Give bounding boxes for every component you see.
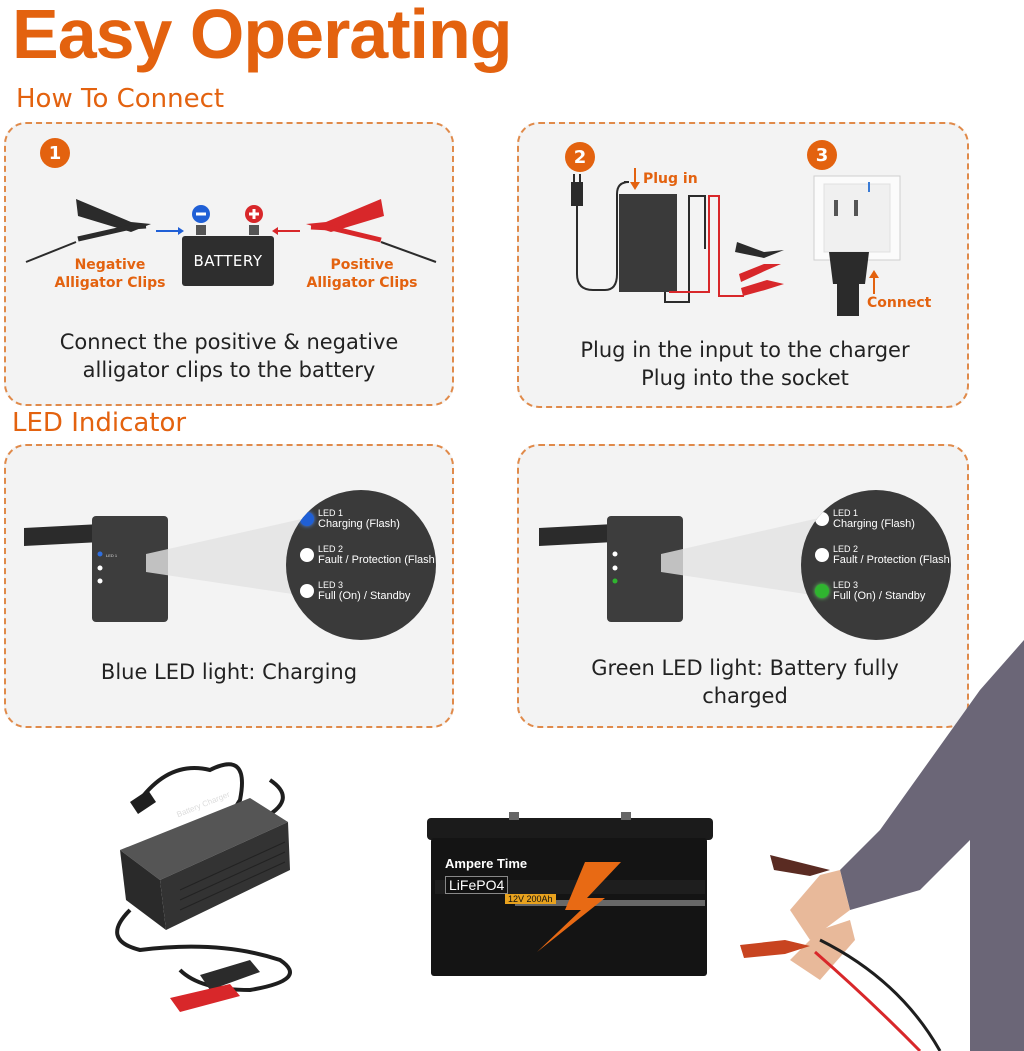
positive-clips-label: Positive Alligator Clips xyxy=(306,257,418,291)
battery-product-image: Ampere Time LiFePO4 12V 200Ah xyxy=(425,812,715,978)
battery-graphic: BATTERY xyxy=(182,236,274,286)
section-heading-connect: How To Connect xyxy=(16,84,225,114)
charger-product-image xyxy=(115,762,292,1012)
step3-number: 3 xyxy=(807,140,837,170)
led-blue-caption: Blue LED light: Charging xyxy=(100,660,358,684)
step23-card: 2 3 Plug in Connect Plug in the i xyxy=(517,122,969,408)
charger-closeup-green xyxy=(539,516,819,622)
step23-caption: Plug in the input to the charger Plug in… xyxy=(580,338,910,390)
battery-chemistry: LiFePO4 xyxy=(445,876,509,894)
led3-icon xyxy=(300,584,314,598)
led2-icon xyxy=(300,548,314,562)
plug-in-label: Plug in xyxy=(643,171,698,187)
led1-blue-icon xyxy=(300,512,314,526)
step23-illustration xyxy=(571,168,901,316)
led1-icon xyxy=(815,512,829,526)
negative-clips-label: Negative Alligator Clips xyxy=(54,257,166,291)
negative-clip-icon xyxy=(25,199,151,263)
connect-label: Connect xyxy=(867,295,932,311)
battery-spec: 12V 200Ah xyxy=(505,894,556,904)
led3-green-icon xyxy=(815,584,829,598)
page-title: Easy Operating xyxy=(12,0,513,73)
section-heading-led: LED Indicator xyxy=(12,408,187,438)
person-holding-clips-image xyxy=(740,640,1024,1051)
charger-closeup-blue: LED 1 xyxy=(24,516,306,622)
step2-number: 2 xyxy=(565,142,595,172)
led2-icon xyxy=(815,548,829,562)
step1-card: 1 BATTERY Negative Alligator Clips xyxy=(4,122,454,406)
battery-brand: Ampere Time xyxy=(445,856,528,871)
svg-text:LED 1: LED 1 xyxy=(106,553,118,558)
led-green-caption: Green LED light: Battery fully charged xyxy=(591,656,899,708)
positive-clip-icon xyxy=(306,199,437,263)
step1-illustration xyxy=(25,199,437,263)
step1-number: 1 xyxy=(40,138,70,168)
step1-caption: Connect the positive & negative alligato… xyxy=(59,330,399,382)
